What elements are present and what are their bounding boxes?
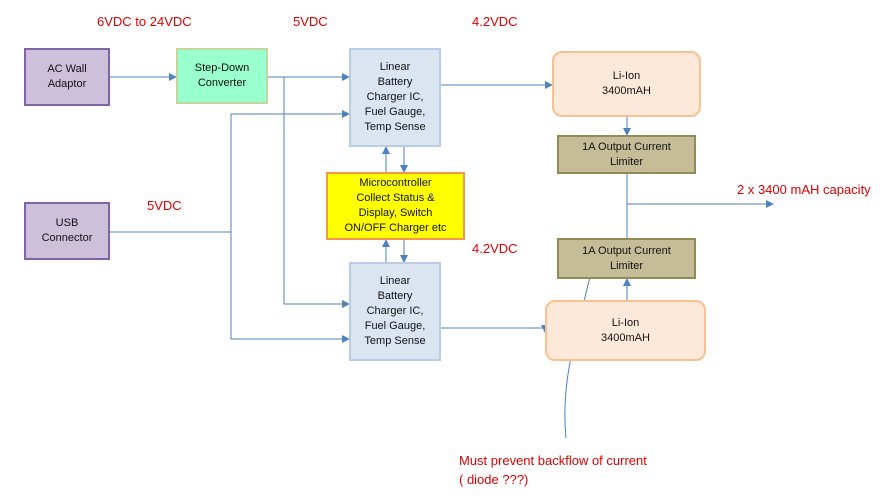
- current-limiter-top-block: 1A Output Current Limiter: [557, 135, 696, 174]
- current-limiter-bottom-block: 1A Output Current Limiter: [557, 238, 696, 279]
- charger-ic-bottom-block: Linear Battery Charger IC, Fuel Gauge, T…: [349, 262, 441, 361]
- ac-wall-adaptor-block: AC Wall Adaptor: [24, 48, 110, 106]
- wire-usb-to-charger-bottom: [230, 232, 350, 343]
- wire-stepdown-to-charger-bottom: [283, 77, 350, 308]
- label-4-2vdc-bottom: 4.2VDC: [472, 241, 518, 256]
- wire-usb-to-charger-top: [230, 110, 350, 232]
- li-ion-battery-bottom-block: Li-Ion 3400mAH: [545, 300, 706, 361]
- microcontroller-block: Microcontroller Collect Status & Display…: [326, 172, 465, 240]
- step-down-converter-block: Step-Down Converter: [176, 48, 268, 104]
- label-input-range: 6VDC to 24VDC: [97, 14, 192, 29]
- label-output-capacity: 2 x 3400 mAH capacity: [737, 182, 871, 197]
- label-4-2vdc-top: 4.2VDC: [472, 14, 518, 29]
- usb-connector-block: USB Connector: [24, 202, 110, 260]
- li-ion-battery-top-block: Li-Ion 3400mAH: [552, 51, 701, 117]
- backflow-note: Must prevent backflow of current ( diode…: [459, 453, 647, 487]
- wire-charger-bottom-to-battery: [441, 325, 549, 333]
- charger-ic-top-block: Linear Battery Charger IC, Fuel Gauge, T…: [349, 48, 441, 147]
- label-5vdc-top: 5VDC: [293, 14, 328, 29]
- label-5vdc-usb: 5VDC: [147, 198, 182, 213]
